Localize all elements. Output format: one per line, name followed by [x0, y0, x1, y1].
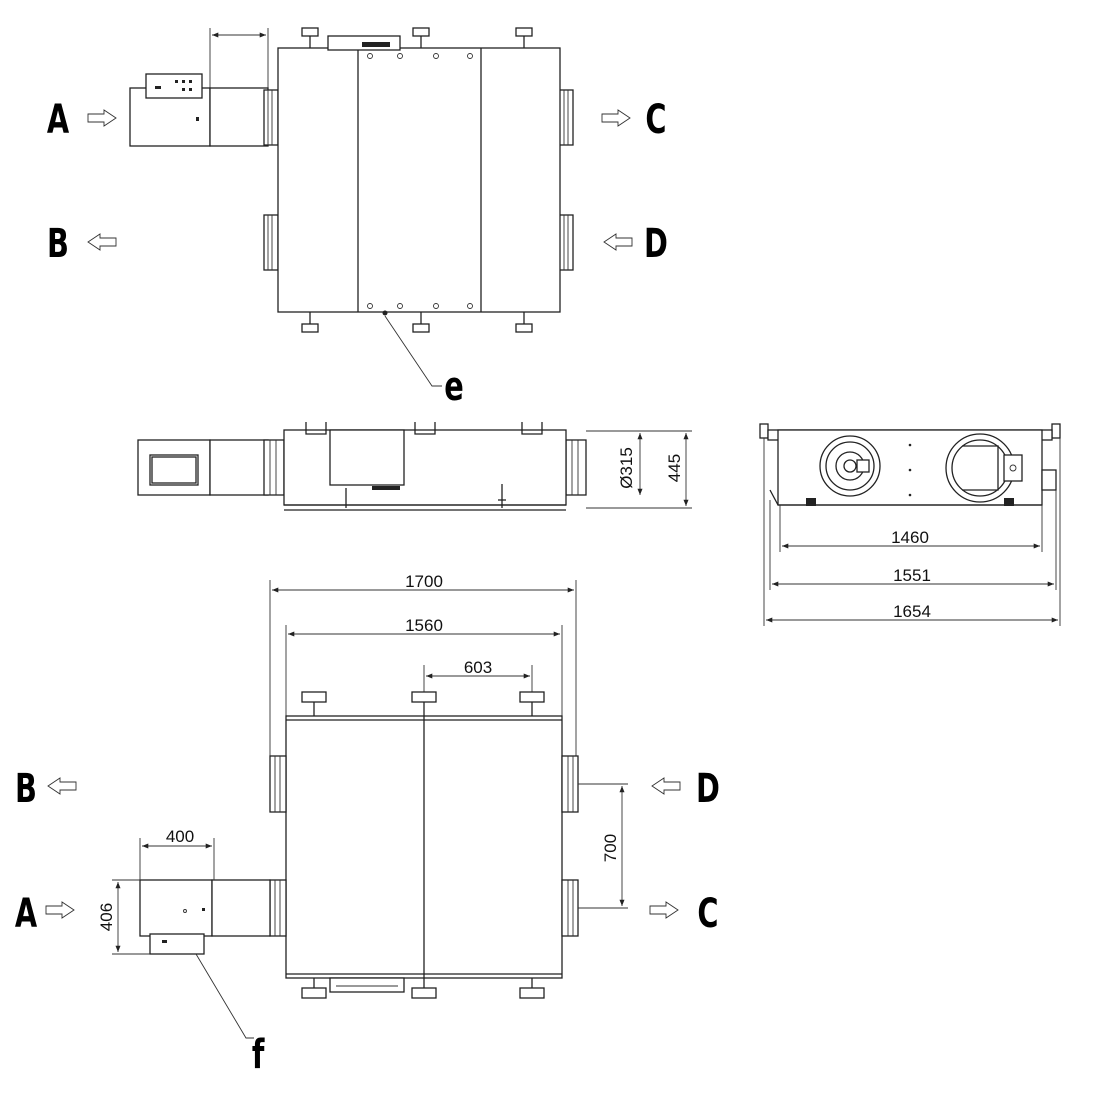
- arrow-in-icon: [45, 901, 75, 919]
- arrow-out-icon: [87, 233, 117, 251]
- flow-label-e: e: [444, 364, 464, 410]
- arrow-in-icon: [651, 777, 681, 795]
- dimension-1551: 1551: [893, 566, 931, 585]
- plan-view: 1700 1560 603: [15, 572, 720, 1078]
- dimension-1560: 1560: [405, 616, 443, 635]
- arrow-in-icon: [603, 233, 633, 251]
- end-view: 1460 1551 1654: [759, 423, 1061, 626]
- dimension-603: 603: [464, 658, 492, 677]
- side-view: Ø315 445: [137, 422, 692, 511]
- flow-label-b2: B: [15, 766, 37, 812]
- flow-label-d: D: [644, 221, 668, 267]
- arrow-out-icon: [47, 777, 77, 795]
- flow-label-c2: C: [697, 891, 718, 937]
- top-view: e A B C D: [47, 27, 668, 410]
- dimension-height: 445: [665, 454, 684, 482]
- flow-label-f: f: [252, 1032, 265, 1078]
- dimension-406: 406: [97, 903, 116, 931]
- dimension-700: 700: [601, 834, 620, 862]
- flow-label-b: B: [47, 221, 69, 267]
- dimension-diameter: Ø315: [617, 447, 636, 489]
- arrow-in-icon: [87, 109, 117, 127]
- flow-label-d2: D: [696, 766, 720, 812]
- flow-label-a: A: [47, 97, 69, 143]
- arrow-out-icon: [649, 901, 679, 919]
- dimension-1654: 1654: [893, 602, 931, 621]
- flow-label-c: C: [645, 97, 666, 143]
- dimension-1700: 1700: [405, 572, 443, 591]
- dimension-400: 400: [166, 827, 194, 846]
- flow-label-a2: A: [15, 891, 37, 937]
- arrow-out-icon: [601, 109, 631, 127]
- dimension-1460: 1460: [891, 528, 929, 547]
